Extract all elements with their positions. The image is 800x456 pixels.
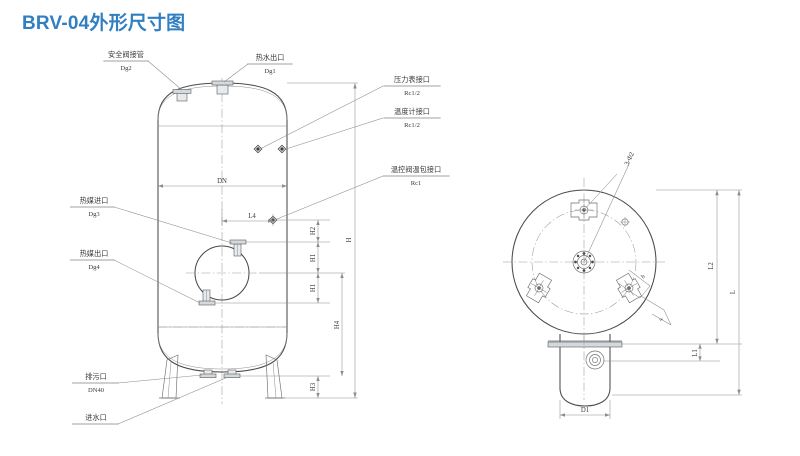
dimension-h1-upper: H1 [310, 242, 320, 273]
dimension-l2: L2 [708, 190, 719, 344]
dimension-l4: L4 [221, 209, 274, 226]
plan-center-hub [572, 250, 596, 274]
dimension-h3: H3 [310, 376, 320, 398]
page-title: BRV-04外形尺寸图 [22, 13, 186, 34]
dimension-pad-b: b [617, 269, 651, 299]
dimension-h2: H2 [310, 220, 320, 242]
dimension-pad-b-label: b [640, 274, 646, 281]
callout-medium-outlet-code: Dg4 [88, 264, 100, 271]
callout-water-inlet-label: 进水口 [85, 413, 107, 422]
callout-drain-label: 排污口 [85, 372, 107, 381]
callout-water-inlet: 进水口 [72, 376, 229, 425]
dimension-pad-a: a [640, 295, 672, 326]
callout-bolt-holes: 3-Φ2 [583, 151, 637, 263]
plan-leg-pad-lower-left [525, 272, 553, 304]
callout-bolt-holes-label: 3-Φ2 [624, 151, 637, 167]
dimension-l1: L1 [692, 344, 702, 361]
dimension-h2-label: H2 [310, 226, 317, 235]
dimension-l-overall-label: L [730, 290, 737, 294]
dimension-h1-lower: H1 [310, 273, 320, 303]
dimension-h1-lower-label: H1 [310, 284, 317, 292]
dimension-h-overall: H [346, 83, 357, 398]
dimension-dn-label: DN [217, 178, 227, 185]
dimension-l1-label: L1 [692, 349, 699, 357]
callout-medium-inlet-code: Dg3 [88, 211, 100, 218]
neck-bottom-cap [559, 387, 611, 407]
front-elevation-view: 安全阀接管 Dg2 热水出口 Dg1 压力表接口 Rc1/2 温度计接口 Rc1… [70, 50, 449, 425]
plan-small-port [620, 217, 630, 227]
callout-thermometer: 温度计接口 Rc1/2 [285, 107, 440, 150]
top-plan-view: 3-Φ2 a b [503, 151, 742, 419]
dimension-h4-label: H4 [334, 320, 341, 329]
callout-thermostatic-bulb: 温控阀温包接口 Rc1 [276, 165, 449, 220]
callout-hot-water-outlet-label: 热水出口 [256, 53, 285, 62]
drain-nozzle-graphic [199, 369, 217, 378]
callout-thermostatic-bulb-label: 温控阀温包接口 [391, 165, 441, 174]
callout-hot-water-outlet-code: Dg1 [264, 68, 275, 75]
callout-thermostatic-bulb-code: Rc1 [411, 180, 422, 187]
callout-safety-valve: 安全阀接管 Dg2 [104, 50, 183, 91]
callout-drain-code: DN40 [88, 387, 105, 394]
heating-medium-outlet-nozzle-graphic [198, 289, 216, 306]
dimension-d1: D1 [559, 400, 611, 419]
callout-pressure-gauge-code: Rc1/2 [404, 90, 420, 97]
pressure-gauge-port-marker [253, 144, 263, 154]
neck-center-flange [585, 350, 605, 370]
dimension-pad-a-label: a [658, 317, 665, 323]
dimension-d1-label: D1 [581, 407, 589, 414]
callout-thermometer-code: Rc1/2 [404, 122, 420, 129]
hot-water-outlet-nozzle-graphic [211, 80, 234, 95]
callout-medium-outlet-label: 热媒出口 [80, 249, 109, 258]
callout-medium-inlet-label: 热媒进口 [80, 196, 109, 205]
neck-support-plate [547, 341, 623, 348]
callout-safety-valve-label: 安全阀接管 [108, 50, 144, 59]
safety-valve-nozzle-graphic [172, 89, 192, 102]
bottom-dished-head [157, 332, 288, 373]
dimension-h1-upper-label: H1 [310, 254, 317, 262]
support-leg-right [265, 354, 285, 399]
callout-medium-inlet: 热媒进口 Dg3 [70, 196, 233, 244]
callout-thermometer-label: 温度计接口 [394, 107, 430, 116]
dimension-h4: H4 [334, 273, 344, 376]
plan-leg-pad-lower-right [615, 272, 643, 304]
support-leg-left [159, 354, 180, 399]
callout-underlines [70, 60, 450, 425]
dimension-dn: DN [158, 178, 287, 188]
dimension-h3-label: H3 [310, 382, 317, 391]
plan-base-neck [547, 334, 623, 407]
callout-medium-outlet: 热媒出口 Dg4 [70, 249, 201, 304]
dimension-h-overall-label: H [346, 237, 353, 242]
callout-safety-valve-code: Dg2 [120, 65, 131, 72]
callout-hot-water-outlet: 热水出口 Dg1 [223, 53, 292, 83]
dimension-l-overall: L [730, 190, 741, 395]
bottom-head-inner-line [157, 332, 288, 370]
dimension-l4-label: L4 [248, 213, 256, 220]
heating-medium-inlet-nozzle-graphic [229, 239, 247, 257]
dimension-l2-label: L2 [708, 262, 715, 270]
thermometer-port-marker [277, 144, 287, 154]
callout-pressure-gauge-label: 压力表接口 [394, 75, 430, 84]
